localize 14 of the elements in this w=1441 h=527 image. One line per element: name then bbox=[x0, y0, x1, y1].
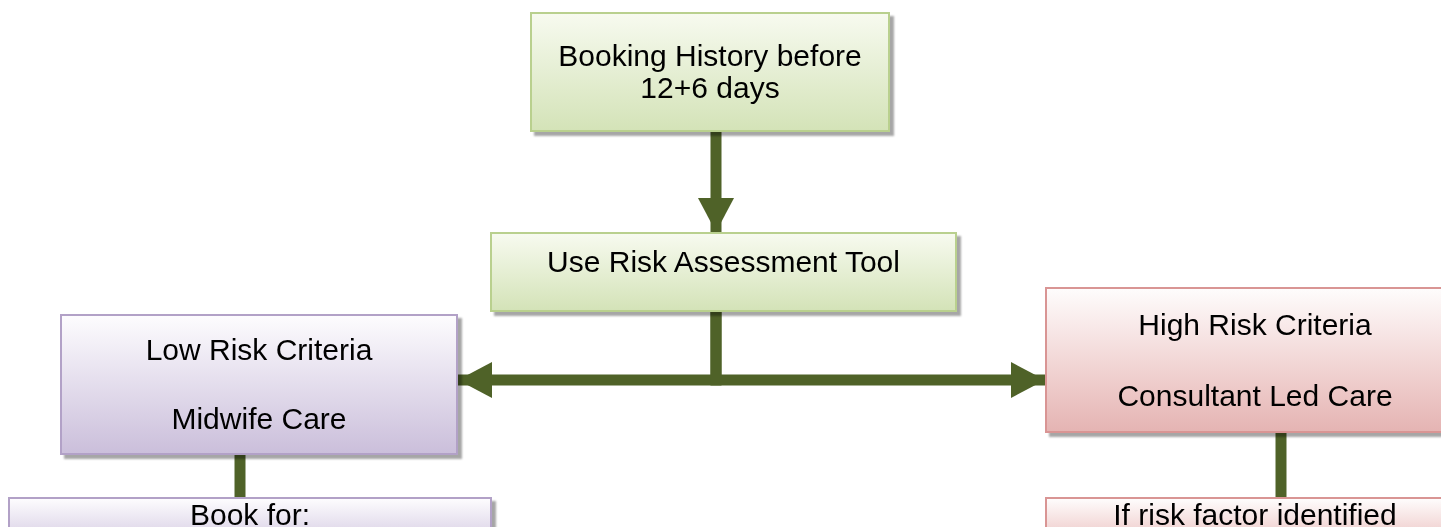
box-text: Consultant Led Care bbox=[1116, 379, 1394, 412]
box-text: Use Risk Assessment Tool bbox=[546, 246, 901, 278]
box-text: Low Risk Criteria bbox=[144, 334, 374, 367]
process-box bbox=[60, 314, 458, 455]
process-box bbox=[530, 12, 890, 132]
process-box bbox=[1045, 287, 1441, 433]
arrow bbox=[710, 312, 1045, 398]
box-text: Midwife Care bbox=[170, 402, 348, 435]
box-text: Booking History before 12+6 days bbox=[557, 40, 863, 104]
box-text: If risk factor identified bbox=[1112, 499, 1398, 527]
process-box bbox=[490, 232, 957, 312]
arrow bbox=[698, 132, 734, 232]
box-text: High Risk Criteria bbox=[1137, 308, 1373, 341]
box-text: Book for: bbox=[188, 499, 312, 527]
